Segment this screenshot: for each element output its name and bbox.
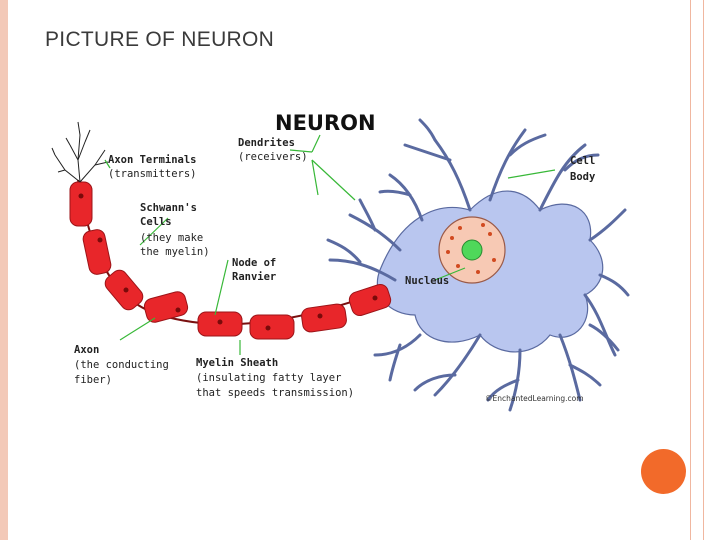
nucleus	[438, 216, 506, 284]
myelin-sheath-sublabel-line2: that speeds transmission)	[196, 387, 354, 399]
axon-terminals-label: Axon Terminals	[108, 154, 197, 166]
axon-label: Axon	[74, 344, 99, 356]
schwanns-cells-label-line1: Schwann's	[140, 202, 197, 214]
schwanns-cells-sublabel-line1: (they make	[140, 232, 203, 244]
left-decorative-border	[0, 0, 8, 540]
schwanns-cells-sublabel-line2: the myelin)	[140, 246, 210, 258]
dendrites-label: Dendrites	[238, 137, 295, 149]
node-of-ranvier-label-line2: Ranvier	[232, 271, 276, 283]
slide-title: PICTURE OF NEURON	[45, 28, 275, 51]
dendrites	[326, 118, 630, 412]
schwann-cell-nuclei	[78, 193, 378, 331]
diagram-title: NEURON	[275, 111, 376, 135]
axon-sublabel-line1: (the conducting	[74, 359, 169, 371]
myelin-sheath-sublabel-line1: (insulating fatty layer	[196, 372, 341, 384]
orange-circle-decoration	[641, 449, 686, 494]
right-decorative-border	[690, 0, 704, 540]
myelin-sheath-label: Myelin Sheath	[196, 357, 278, 369]
nucleus-label: Nucleus	[405, 275, 449, 287]
axon-terminals	[51, 121, 109, 183]
neuron-diagram-svg: NEURON Dendrites (receivers) Axon Termin…	[50, 100, 630, 415]
node-of-ranvier-label-line1: Node of	[232, 257, 276, 269]
label-pointers	[104, 134, 556, 355]
axon-sublabel-line2: fiber)	[74, 374, 112, 386]
neuron-diagram: NEURON Dendrites (receivers) Axon Termin…	[50, 100, 630, 415]
copyright-credit: ©EnchantedLearning.com	[485, 394, 584, 403]
axon-terminals-sublabel: (transmitters)	[108, 168, 197, 180]
schwanns-cells-label-line2: Cells	[140, 216, 172, 228]
cell-body-label-line1: Cell	[570, 155, 595, 167]
dendrites-sublabel: (receivers)	[238, 151, 308, 163]
cell-body-label-line2: Body	[570, 171, 596, 183]
